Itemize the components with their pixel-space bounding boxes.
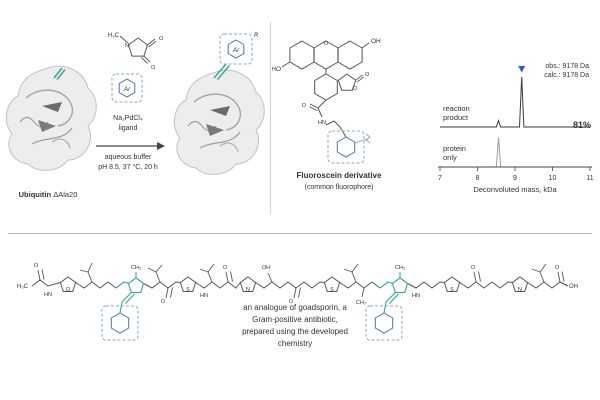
phenol-ho-label: HO: [272, 66, 281, 73]
condition-buffer: aqueous buffer: [105, 154, 152, 161]
goadsporin-analogue-structure: H₃C O O O O O O O HN HN HN: [17, 262, 578, 348]
yield-label: 81%: [573, 120, 591, 130]
fluorophore-subcaption: (common fluorophore): [305, 184, 374, 191]
oh-label: OH: [262, 265, 270, 271]
condition-ph-temp-time: pH 8.5, 37 °C, 20 h: [98, 163, 158, 171]
lactone-carbonyl: [355, 74, 364, 83]
amide-carbonyl: [309, 103, 319, 112]
peptide-note: an analogue of goadsporin, a Gram-positi…: [242, 303, 348, 348]
calculated-mass-text: calc.: 9178 Da: [544, 72, 589, 79]
protein-reactant-structure: [5, 65, 97, 172]
reactant-dehydroalanine-tag: [53, 67, 66, 80]
amide-hn-label: HN: [318, 120, 326, 126]
condition-ligand: ligand: [119, 125, 138, 132]
reaction-arrow: [96, 142, 165, 150]
peptide-acetyl-label: H₃C: [17, 284, 29, 290]
ligand-structure: H₃C N O O: [108, 33, 164, 71]
aryl-box-fluorophore: [327, 130, 365, 164]
methyl-label: CH₃: [395, 265, 405, 271]
observed-mass-text: obs.: 9178 Da: [545, 63, 589, 70]
o-label: O: [223, 265, 228, 271]
series-protein-label-1: protein: [443, 144, 466, 153]
oh-label: OH: [569, 284, 578, 290]
ring-s-label: S: [186, 287, 190, 293]
aryl-box-product-label: Ar: [232, 47, 240, 54]
ring-n-label: N: [518, 287, 522, 293]
vertical-divider: [270, 22, 271, 214]
o-label: O: [555, 265, 560, 271]
methyl-label: CH₃: [131, 265, 141, 271]
peptide-carbonyl-bonds: [37, 269, 565, 299]
ligand-o2-label: O: [151, 65, 156, 71]
o-label: O: [471, 265, 476, 271]
fluorophore-structure: O OH HO O O O HN Fluoroscein derivative …: [272, 38, 382, 191]
note-line-1: an analogue of goadsporin, a: [243, 303, 347, 312]
note-line-4: chemistry: [278, 339, 312, 348]
aryl-box-reagent: Ar: [111, 73, 143, 103]
methyl-label: CH₃: [356, 300, 366, 306]
mass-spectrum: obs.: 9178 Da calc.: 9178 Da reaction pr…: [438, 63, 594, 194]
o-label: O: [34, 263, 39, 269]
note-line-3: prepared using the developed: [242, 327, 348, 336]
hn-label: HN: [412, 293, 420, 299]
ligand-n-label: N: [125, 43, 129, 49]
o-label: O: [289, 299, 294, 305]
modified-azole-2: [391, 277, 409, 294]
aryl-box-peptide-1: [101, 305, 139, 341]
hn-label: HN: [44, 292, 52, 298]
teal-modification-bonds: [115, 272, 401, 314]
peptide-side-chains: [79, 262, 568, 298]
ring-o-label: O: [66, 287, 71, 293]
aryl-box-peptide-2: [365, 305, 403, 341]
tick-9: 9: [513, 175, 517, 182]
modified-azole-1: [127, 277, 145, 294]
amide-chain: [317, 99, 347, 138]
reaction-scheme: Ubiquitin ΔAla20 H₃C N O O Ar Na₂PdCl₄ l…: [5, 33, 265, 199]
tick-11: 11: [586, 175, 593, 182]
series-protein-label-2: only: [443, 153, 457, 162]
x-axis: 7 8 9 10 11 Deconvoluted mass, kDa: [438, 166, 594, 194]
condition-catalyst: Na₂PdCl₄: [113, 115, 143, 122]
tick-10: 10: [549, 175, 557, 182]
tick-8: 8: [476, 175, 480, 182]
series-product-label-1: reaction: [443, 104, 470, 113]
product-vinyl-bond: [213, 63, 231, 80]
aryl-box-reagent-label: Ar: [123, 86, 131, 93]
protein-product-structure: [173, 63, 265, 176]
spectrum-series-0: [440, 76, 590, 128]
lactone-o-label: O: [353, 86, 358, 92]
x-axis-label: Deconvoluted mass, kDa: [473, 185, 557, 194]
ligand-o1-label: O: [159, 36, 164, 42]
aryl-box-product: Ar R: [219, 33, 259, 65]
lactone-carbonyl-o-label: O: [365, 72, 370, 78]
hn-label: HN: [200, 293, 208, 299]
ligand-carbonyl-bonds: [141, 38, 157, 64]
reactant-caption: Ubiquitin ΔAla20: [19, 190, 78, 199]
amide-o-label: O: [302, 103, 307, 109]
phenol-oh-label: OH: [371, 38, 381, 45]
horizontal-divider: [8, 233, 592, 234]
peptide-backbone: [31, 279, 569, 289]
fluorophore-caption: Fluoroscein derivative: [297, 171, 382, 180]
xanthene-o-label: O: [324, 41, 329, 47]
observed-mass-marker: [518, 66, 526, 73]
ring-n-label: N: [246, 287, 250, 293]
note-line-2: Gram-positive antibiotic,: [252, 315, 338, 324]
series-product-label-2: product: [443, 113, 469, 122]
o-label: O: [161, 299, 166, 305]
ring-s-label: S: [450, 287, 454, 293]
ring-s-label: S: [330, 287, 334, 293]
aryl-r-superscript: R: [254, 33, 259, 39]
attachment-bond: [354, 133, 371, 144]
ligand-methyl-label: H₃C: [108, 33, 120, 39]
tick-7: 7: [438, 175, 442, 182]
